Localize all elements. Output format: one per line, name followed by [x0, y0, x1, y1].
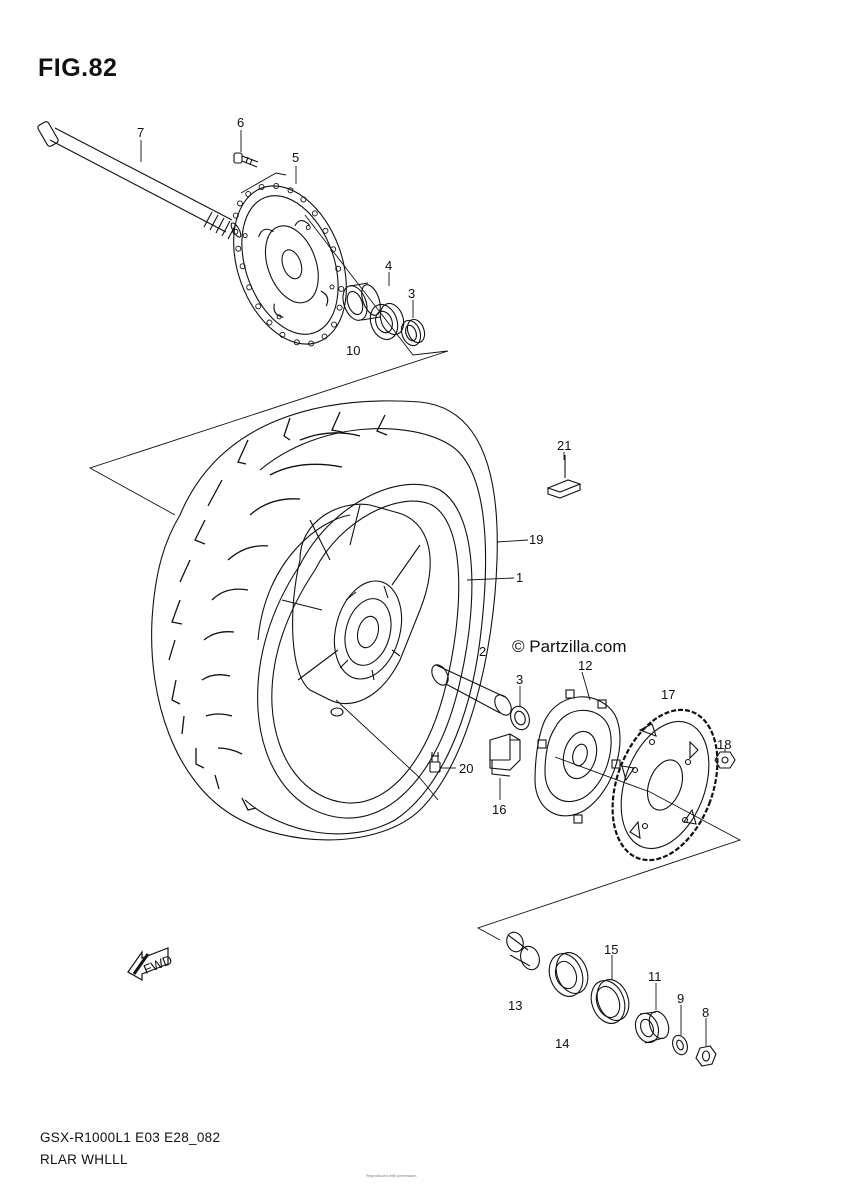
callout-9: 9 — [677, 991, 684, 1006]
washer-part-9[interactable] — [670, 1033, 690, 1057]
figure-code: GSX-R1000L1 E03 E28_082 — [40, 1130, 221, 1145]
brake-disc-part[interactable] — [212, 167, 368, 361]
bearing-part-10[interactable] — [366, 300, 408, 343]
rear-sprocket-part[interactable] — [593, 695, 737, 874]
bearing-part-14[interactable] — [543, 948, 593, 1001]
callout-6: 6 — [237, 115, 244, 130]
callout-17: 17 — [661, 687, 675, 702]
callout-19: 19 — [529, 532, 543, 547]
leader-lines — [140, 130, 726, 1046]
callout-2: 2 — [479, 644, 486, 659]
rear-tire-part[interactable] — [151, 400, 498, 841]
callout-8: 8 — [702, 1005, 709, 1020]
callout-20: 20 — [459, 761, 473, 776]
spacer-part-3-lower[interactable] — [507, 704, 532, 733]
disc-bolt-part[interactable] — [233, 152, 259, 168]
copyright-watermark: © Partzilla.com — [512, 637, 627, 656]
figure-title: FIG.82 — [38, 54, 118, 82]
callout-5: 5 — [292, 150, 299, 165]
sprocket-nut-part[interactable] — [714, 751, 736, 769]
forward-arrow-icon — [127, 947, 169, 982]
callout-16: 16 — [492, 802, 506, 817]
callout-18: 18 — [717, 737, 731, 752]
collar-part-13[interactable] — [504, 930, 542, 972]
wheel-spacer-part[interactable] — [428, 662, 514, 718]
callout-12: 12 — [578, 658, 592, 673]
callout-15: 15 — [604, 942, 618, 957]
figure-name: RLAR WHLLL — [40, 1152, 128, 1167]
callout-4: 4 — [385, 258, 392, 273]
callout-1: 1 — [516, 570, 523, 585]
rear-axle-part[interactable] — [37, 121, 243, 240]
callout-13: 13 — [508, 998, 522, 1013]
callout-14: 14 — [555, 1036, 569, 1051]
callout-7: 7 — [137, 125, 144, 140]
callout-10: 10 — [346, 343, 360, 358]
callout-11: 11 — [648, 969, 662, 984]
spacer-part-3-upper[interactable] — [398, 317, 428, 348]
spacer-part-11[interactable] — [632, 1009, 673, 1046]
callout-labels: 7 6 5 4 3 10 21 19 1 2 12 17 3 18 20 16 … — [137, 115, 731, 1051]
balance-weight-part[interactable] — [546, 455, 582, 499]
callout-3-upper: 3 — [408, 286, 415, 301]
axle-nut-part-8[interactable] — [695, 1045, 717, 1067]
rear-wheel-rim-part[interactable] — [257, 503, 431, 717]
callout-21: 21 — [557, 438, 571, 453]
cush-damper-part[interactable] — [489, 733, 521, 777]
sprocket-drum-part[interactable] — [534, 689, 621, 824]
wheel-stud-part[interactable] — [429, 752, 441, 773]
callout-3-lower: 3 — [516, 672, 523, 687]
fine-print: Reproduced with permission — [366, 1173, 417, 1178]
assembly-guide-lines — [88, 172, 742, 941]
dust-seal-part-15[interactable] — [585, 975, 634, 1028]
